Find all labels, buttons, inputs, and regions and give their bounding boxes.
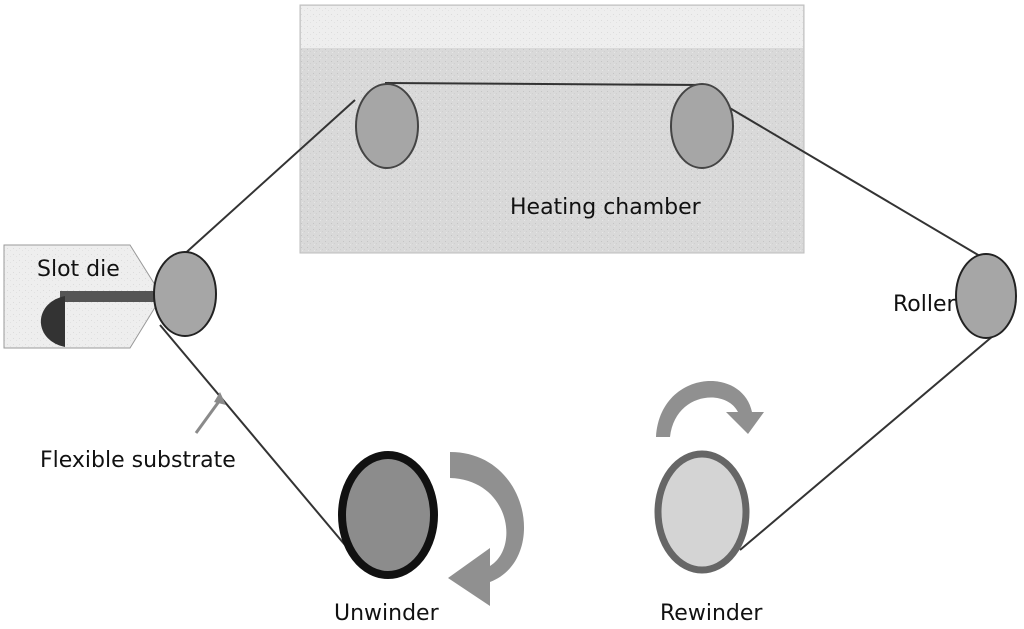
- roller-label: Roller: [893, 292, 957, 317]
- heating-chamber-top-strip: [301, 6, 803, 48]
- heating-chamber-label: Heating chamber: [510, 195, 702, 220]
- substrate-segment: [179, 99, 356, 259]
- curved-arrow-icon: [448, 452, 525, 606]
- roller-chamber-right: [670, 83, 734, 169]
- unwinder: Unwinder: [334, 451, 525, 626]
- roller-right: [955, 253, 1017, 339]
- flexible-substrate-pointer: [194, 399, 222, 434]
- unwinder-label: Unwinder: [334, 601, 440, 626]
- roller-left: [153, 251, 217, 337]
- flexible-substrate-label: Flexible substrate: [40, 448, 236, 473]
- substrate-segment: [384, 82, 706, 86]
- slot-die-cap: [40, 296, 65, 347]
- flexible-substrate-path: [159, 82, 1001, 551]
- substrate-segment: [159, 324, 346, 546]
- slot-die-label: Slot die: [37, 257, 120, 282]
- substrate-segment: [739, 329, 1001, 551]
- roller-chamber-left: [355, 83, 419, 169]
- rewinder-label: Rewinder: [660, 601, 763, 626]
- curved-arrow-icon: [656, 381, 764, 437]
- rewinder-roll: [654, 450, 750, 574]
- slot-die-bar: [60, 291, 160, 302]
- flexible-substrate-annotation: Flexible substrate: [40, 392, 236, 473]
- slot-die: Slot die: [3, 244, 163, 349]
- substrate-segment: [727, 106, 991, 263]
- arrowhead-icon: [214, 392, 226, 405]
- unwinder-roll: [338, 451, 438, 579]
- rewinder: Rewinder: [654, 381, 764, 626]
